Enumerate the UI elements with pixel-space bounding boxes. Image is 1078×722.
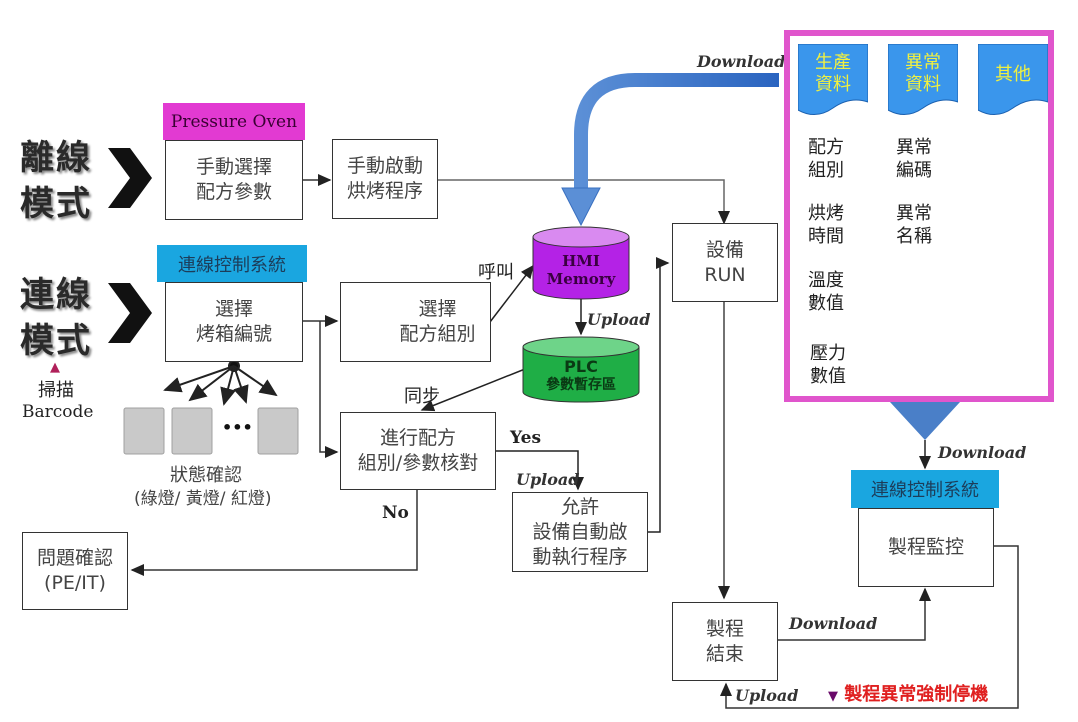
process-end-box: 製程 結束: [672, 602, 778, 681]
alert-marker-icon: ▼: [828, 689, 838, 704]
alert-text: 製程異常強制停機: [844, 684, 989, 705]
upload-label-hmi: Upload: [587, 310, 651, 329]
doc-other-label: 其他: [995, 64, 1031, 85]
doc-production-data[interactable]: 生產 資料: [797, 43, 869, 120]
arrow-manual-start-to-run: [437, 179, 730, 225]
arrow-recipe-to-hmi: [489, 264, 534, 323]
download-label-top: Download: [697, 52, 786, 71]
arrow-end-to-monitor: [778, 587, 931, 641]
pressure-item: 壓力 數值: [810, 343, 846, 387]
plc-label-line1: PLC: [564, 357, 598, 376]
online-control-tag: 連線控制系統: [157, 245, 307, 282]
hmi-memory-cylinder: [532, 226, 630, 300]
status-check-label: 狀態確認: [170, 465, 242, 486]
doc-production-label: 生產 資料: [815, 52, 851, 95]
download-label-end: Download: [789, 614, 878, 633]
no-label: No: [382, 503, 409, 523]
arrow-verify-to-allow: [496, 450, 584, 491]
document-icon: [977, 43, 1049, 115]
abnormal-code-item: 異常 編碼: [896, 137, 932, 181]
process-monitor-box: 製程監控: [858, 508, 994, 587]
select-oven-box: 選擇 烤箱編號: [165, 282, 303, 362]
manual-start-bake-box: 手動啟動 烘烤程序: [332, 139, 438, 219]
download-arrow-head: [561, 187, 601, 227]
arrow-allow-to-run: [647, 257, 670, 533]
upload-label-allow: Upload: [516, 470, 580, 489]
barcode-label: Barcode: [22, 402, 94, 422]
pressure-oven-tag: Pressure Oven: [163, 103, 305, 140]
arrow-oven-to-verify: [319, 321, 339, 458]
online-chevron-icon: [108, 283, 152, 343]
forced-stop-alert: ▼ 製程異常強制停機: [828, 680, 988, 706]
arrow-plc-to-verify: [420, 368, 526, 412]
offline-mode-label: 離線 模式: [20, 138, 92, 224]
document-icon: [887, 43, 959, 115]
doc-abnormal-data[interactable]: 異常 資料: [887, 43, 959, 120]
recipe-group-item: 配方 組別: [808, 137, 844, 181]
arrow-monitor-to-end: [720, 545, 1019, 709]
yes-label: Yes: [510, 428, 542, 448]
panel-down-triangle: [890, 402, 960, 440]
abnormal-name-item: 異常 名稱: [896, 203, 932, 247]
plc-cylinder: [522, 336, 640, 403]
ellipsis-icon: •••: [222, 418, 253, 437]
scan-label: 掃描: [38, 380, 74, 401]
arrow-verify-to-problem: [130, 490, 418, 576]
scan-marker-icon: ▲: [50, 360, 60, 375]
bake-time-item: 烘烤 時間: [808, 203, 844, 247]
doc-abnormal-label: 異常 資料: [905, 52, 941, 95]
manual-select-recipe-box: 手動選擇 配方參數: [165, 140, 303, 220]
oven-machines: [123, 407, 299, 455]
call-label: 呼叫: [478, 262, 514, 283]
download-curved-arrow: [574, 73, 779, 190]
select-recipe-box: 選擇 配方組別: [340, 282, 491, 362]
plc-label: PLC 參數暫存區: [525, 358, 637, 394]
download-label-panel: Download: [938, 443, 1027, 462]
doc-other[interactable]: 其他: [977, 43, 1049, 120]
plc-label-line2: 參數暫存區: [546, 377, 616, 393]
sync-label: 同步: [404, 386, 440, 407]
equipment-run-box: 設備 RUN: [672, 223, 778, 302]
hmi-label: HMI Memory: [540, 252, 622, 288]
verify-recipe-box: 進行配方 組別/參數核對: [340, 412, 496, 490]
light-status-label: (綠燈/ 黃燈/ 紅燈): [134, 489, 272, 509]
oven-fanout-arrows: [163, 360, 278, 406]
online-control-tag-2: 連線控制系統: [851, 470, 999, 508]
problem-confirm-box: 問題確認 (PE/IT): [22, 532, 128, 610]
hmi-label-line1: HMI: [562, 252, 600, 270]
hmi-label-line2: Memory: [546, 270, 616, 288]
document-icon: [797, 43, 869, 115]
temperature-item: 溫度 數值: [808, 270, 844, 314]
offline-chevron-icon: [108, 148, 152, 208]
data-panel: 生產 資料 異常 資料 其他 配方 組別 烘烤 時間 溫度 數值 壓力 數值 異…: [784, 30, 1054, 402]
upload-label-end: Upload: [735, 686, 799, 705]
online-mode-label: 連線 模式: [20, 275, 92, 361]
allow-auto-start-box: 允許 設備自動啟 動執行程序: [512, 492, 648, 572]
